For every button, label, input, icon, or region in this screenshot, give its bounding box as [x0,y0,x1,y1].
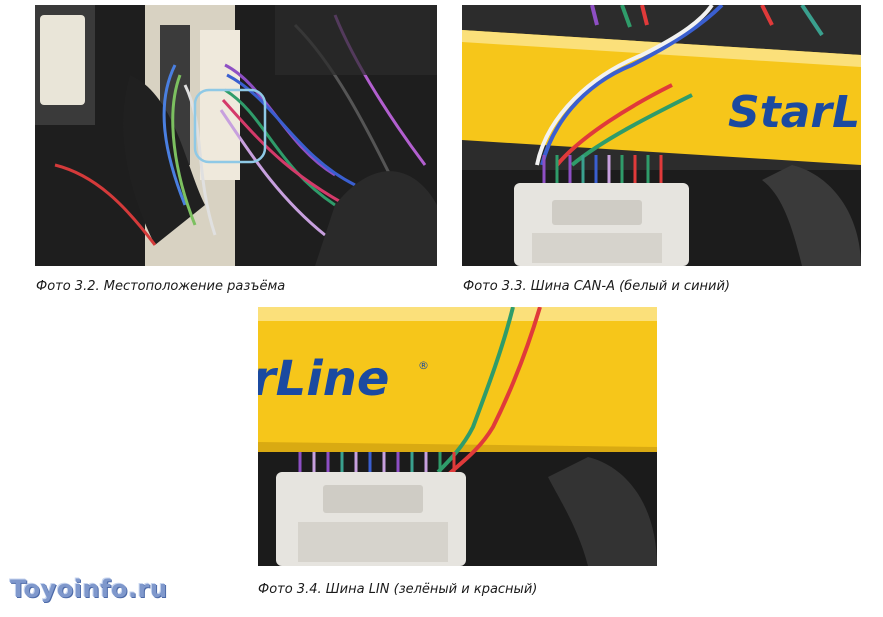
caption-connector-location: Фото 3.2. Местоположение разъёма [36,279,286,294]
starline-tool [462,30,861,165]
svg-text:®: ® [418,359,429,372]
can-a-illustration: StarLi [462,5,861,266]
site-watermark: Toyoinfo.ru [10,575,168,603]
caption-can-a-bus: Фото 3.3. Шина CAN-A (белый и синий) [463,279,730,294]
caption-lin-bus: Фото 3.4. Шина LIN (зелёный и красный) [258,582,538,597]
starline-logo: rLine [258,351,389,407]
starline-tool [258,307,657,452]
lin-illustration: rLine ® [258,307,657,566]
highlight-circle [193,88,267,164]
starline-logo: StarLi [728,87,861,138]
photo-lin-bus: rLine ® [258,307,657,566]
connector-location-illustration [35,5,437,266]
photo-can-a-bus: StarLi [462,5,861,266]
photo-connector-location [35,5,437,266]
